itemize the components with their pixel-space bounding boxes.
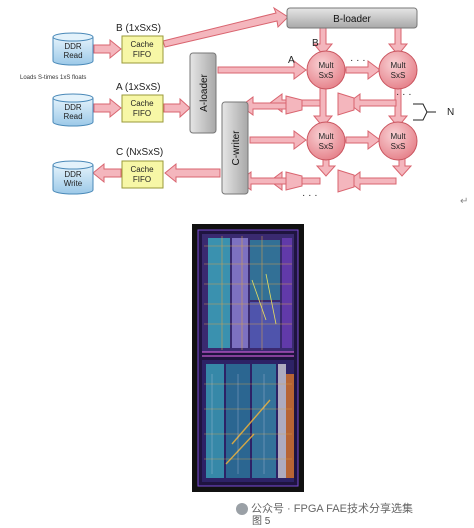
ellipsis-top: · · · — [350, 55, 366, 66]
arrow-mult11-to-mult21 — [312, 87, 334, 128]
wechat-logo-icon — [236, 503, 248, 516]
n-bracket — [413, 103, 428, 121]
arrow-fifo-b-to-bloader — [162, 6, 289, 48]
fpga-floorplan-image — [192, 224, 304, 492]
mult-12-bottom: SxS — [391, 71, 406, 80]
fifo-b — [121, 35, 164, 64]
ellipsis-bottom: · · · — [302, 190, 318, 201]
mult-12: Mult SxS — [378, 50, 418, 90]
arrow-label-a: A — [288, 55, 295, 66]
arrow-row1-return-a — [347, 93, 397, 113]
fifo-c-bottom: FIFO — [133, 175, 151, 184]
funnel-row1-b — [337, 92, 355, 116]
fifo-b-bottom: FIFO — [133, 50, 151, 59]
mult-12-top: Mult — [390, 61, 406, 70]
mult-11-top: Mult — [318, 61, 334, 70]
arrow-bloader-to-mult12 — [387, 27, 409, 56]
mult-11: Mult SxS — [306, 50, 346, 90]
label-a: A (1xSxS) — [116, 82, 160, 93]
figure-caption: 图 5 — [252, 516, 271, 527]
funnel-row2-b — [337, 169, 355, 193]
arrow-mult21-down — [315, 157, 337, 177]
mult-22-bottom: SxS — [391, 142, 406, 151]
arrow-fifo-c-to-ddr — [92, 162, 122, 184]
mult-22: Mult SxS — [378, 121, 418, 161]
arrow-cwriter-to-fifo-c — [164, 162, 221, 184]
mult-21-bottom: SxS — [319, 142, 334, 151]
fifo-b-top: Cache — [130, 40, 154, 49]
ddr-write-sub: Write — [64, 179, 83, 188]
fifo-c-top: Cache — [130, 165, 154, 174]
mult-11-bottom: SxS — [319, 71, 334, 80]
b-loader — [286, 7, 418, 29]
mult-21: Mult SxS — [306, 121, 346, 161]
b-loader-label: B-loader — [333, 14, 371, 25]
mult-22-top: Mult — [390, 132, 406, 141]
ddr-read-top — [52, 32, 94, 66]
ddr-write — [52, 160, 94, 195]
arrow-aloader-to-mult2 — [249, 130, 307, 150]
label-b: B (1xSxS) — [116, 23, 161, 34]
arrow-mult12-to-mult22 — [387, 87, 409, 128]
funnels — [285, 92, 355, 193]
funnel-row2-a — [285, 171, 303, 191]
a-loader-label: A-loader — [199, 73, 210, 111]
arrow-mult11-to-mult12 — [345, 60, 381, 80]
arrow-aloader-to-mult1 — [217, 60, 307, 80]
n-label: N — [447, 107, 454, 118]
arrow-bloader-to-mult11 — [312, 27, 334, 56]
a-loader — [189, 52, 217, 134]
watermark: 公众号 · FPGA FAE技术分享选集 — [236, 500, 413, 516]
architecture-diagram: DDR Read DDR Read DDR Write Loads S-time… — [20, 6, 454, 201]
arrow-mult22-down — [391, 157, 413, 177]
fifo-a-top: Cache — [130, 99, 154, 108]
loads-note: Loads S-times 1xS floats — [20, 75, 86, 81]
arrow-ddr-to-fifo-b — [93, 38, 122, 60]
ddr-read-bottom — [52, 93, 94, 127]
block-arrows — [92, 6, 413, 191]
label-c: C (NxSxS) — [116, 147, 163, 158]
arrow-fifo-a-to-aloader — [163, 97, 191, 119]
c-writer — [221, 101, 249, 195]
fifo-c — [121, 160, 164, 189]
ellipsis-right: · · · — [396, 89, 412, 100]
arrow-row2-return-a — [347, 171, 397, 191]
mult-21-top: Mult — [318, 132, 334, 141]
ddr-write-label: DDR — [64, 170, 82, 179]
fifo-a — [121, 94, 164, 123]
funnel-row1-a — [285, 95, 303, 115]
arrow-ddr-to-fifo-a — [93, 97, 122, 119]
watermark-text: 公众号 · FPGA FAE技术分享选集 — [251, 503, 413, 515]
fifo-a-bottom: FIFO — [133, 109, 151, 118]
ddr-read-top-sub: Read — [63, 51, 82, 60]
arrow-mult21-to-mult22 — [345, 130, 381, 150]
c-writer-label: C-writer — [231, 130, 242, 166]
paragraph-mark: ↵ — [460, 196, 469, 207]
ddr-read-bottom-sub: Read — [63, 112, 82, 121]
arrow-label-b: B — [312, 38, 319, 49]
ddr-read-top-label: DDR — [64, 42, 82, 51]
ddr-read-bottom-label: DDR — [64, 103, 82, 112]
